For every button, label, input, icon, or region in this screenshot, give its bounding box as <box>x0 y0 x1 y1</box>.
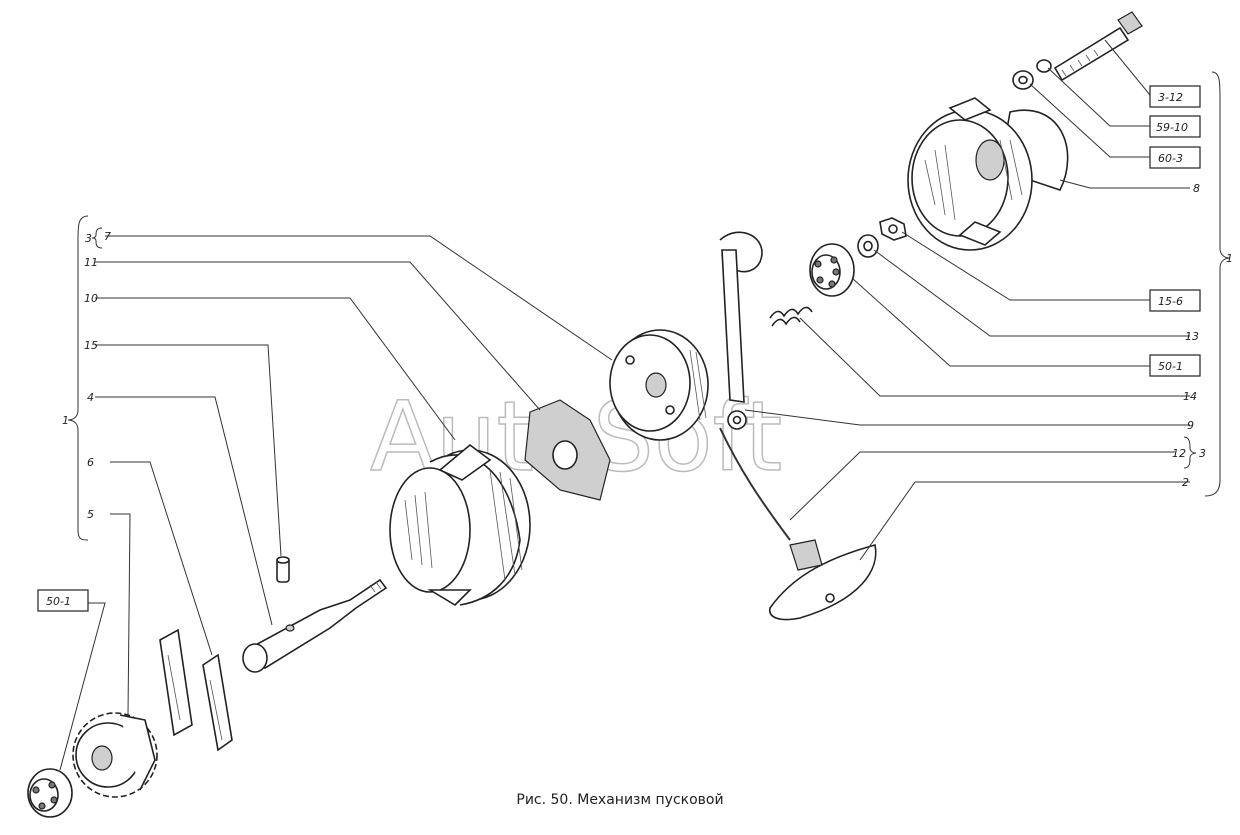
washer-part <box>1012 70 1034 90</box>
leader-5 <box>110 513 131 716</box>
callout-12: 12 <box>1172 447 1186 460</box>
callout-box-15-6 <box>1149 289 1201 312</box>
callout-2: 2 <box>1182 476 1189 489</box>
bolt-part <box>1053 11 1143 82</box>
cord-part-12 <box>719 427 791 541</box>
leader-15 <box>95 344 282 557</box>
callout-box-59-10 <box>1149 115 1201 138</box>
callout-14: 14 <box>1183 390 1197 403</box>
callout-5: 5 <box>87 508 94 521</box>
callout-15: 15 <box>84 339 98 352</box>
sub-group-brace-3 <box>1183 436 1197 469</box>
bearing-part-right <box>809 243 855 297</box>
housing-part-8 <box>907 97 1069 251</box>
callout-box-3-12 <box>1149 85 1201 108</box>
callout-6: 6 <box>87 456 94 469</box>
leader-59-10 <box>1047 67 1150 127</box>
leader-4 <box>95 396 273 626</box>
callout-59-10: 59-10 <box>1156 121 1188 134</box>
leader-11 <box>95 261 541 411</box>
callout-13: 13 <box>1185 330 1199 343</box>
callout-3-right: 3 <box>1199 447 1206 460</box>
pawl-part-6 <box>202 653 233 752</box>
leader-13 <box>873 249 1190 337</box>
bearing-part-left <box>27 768 73 818</box>
leader-12 <box>789 451 1175 521</box>
callout-box-60-3 <box>1149 146 1201 169</box>
leader-8 <box>1059 179 1190 189</box>
sub-group-brace-3-left <box>91 227 103 249</box>
callout-box-50-1-right <box>1149 354 1201 377</box>
callout-1-left: 1 <box>62 414 69 427</box>
leader-50-1-right <box>851 277 1150 367</box>
spring-part-14 <box>769 306 813 327</box>
leader-10 <box>95 297 456 441</box>
washer-part-13 <box>857 234 879 258</box>
leader-14 <box>799 317 1190 397</box>
callout-3-12: 3-12 <box>1158 91 1183 104</box>
leader-9 <box>744 409 1190 426</box>
callout-60-3: 60-3 <box>1158 152 1183 165</box>
pin-part-15 <box>276 556 290 583</box>
callout-10: 10 <box>84 292 98 305</box>
callout-9: 9 <box>1187 419 1194 432</box>
leader-50-1-left <box>59 602 106 771</box>
leader-60-3 <box>1029 83 1150 158</box>
figure-caption: Рис. 50. Механизм пусковой <box>516 792 724 808</box>
lever-part-9 <box>719 231 763 430</box>
right-group-brace <box>1204 71 1231 497</box>
callout-15-6: 15-6 <box>1158 295 1183 308</box>
gear-part <box>72 712 158 798</box>
callout-box-50-1-left <box>37 589 89 612</box>
leader-7 <box>105 235 613 361</box>
callout-11: 11 <box>84 256 98 269</box>
leader-2 <box>859 481 1190 561</box>
callout-50-1-left: 50-1 <box>46 595 71 608</box>
nut-part <box>879 217 907 241</box>
handle-part-2 <box>769 539 877 621</box>
left-group-brace <box>67 215 89 541</box>
callout-3-left: 3 <box>85 232 92 245</box>
callout-50-1-right: 50-1 <box>1158 360 1183 373</box>
callout-8: 8 <box>1193 182 1200 195</box>
pawl-part-5 <box>159 628 193 737</box>
leader-3-12 <box>1104 39 1151 96</box>
callout-1-right: 1 <box>1226 252 1233 265</box>
leader-6 <box>110 461 213 656</box>
drum-part-10 <box>389 443 531 607</box>
pulley-part-7 <box>609 329 709 441</box>
ratchet-plate-part-11 <box>524 399 611 501</box>
leader-15-6 <box>901 231 1150 301</box>
callout-4: 4 <box>87 391 94 404</box>
spring-washer-part <box>1036 59 1052 73</box>
shaft-part-4 <box>242 578 388 673</box>
callout-7: 7 <box>104 230 111 243</box>
